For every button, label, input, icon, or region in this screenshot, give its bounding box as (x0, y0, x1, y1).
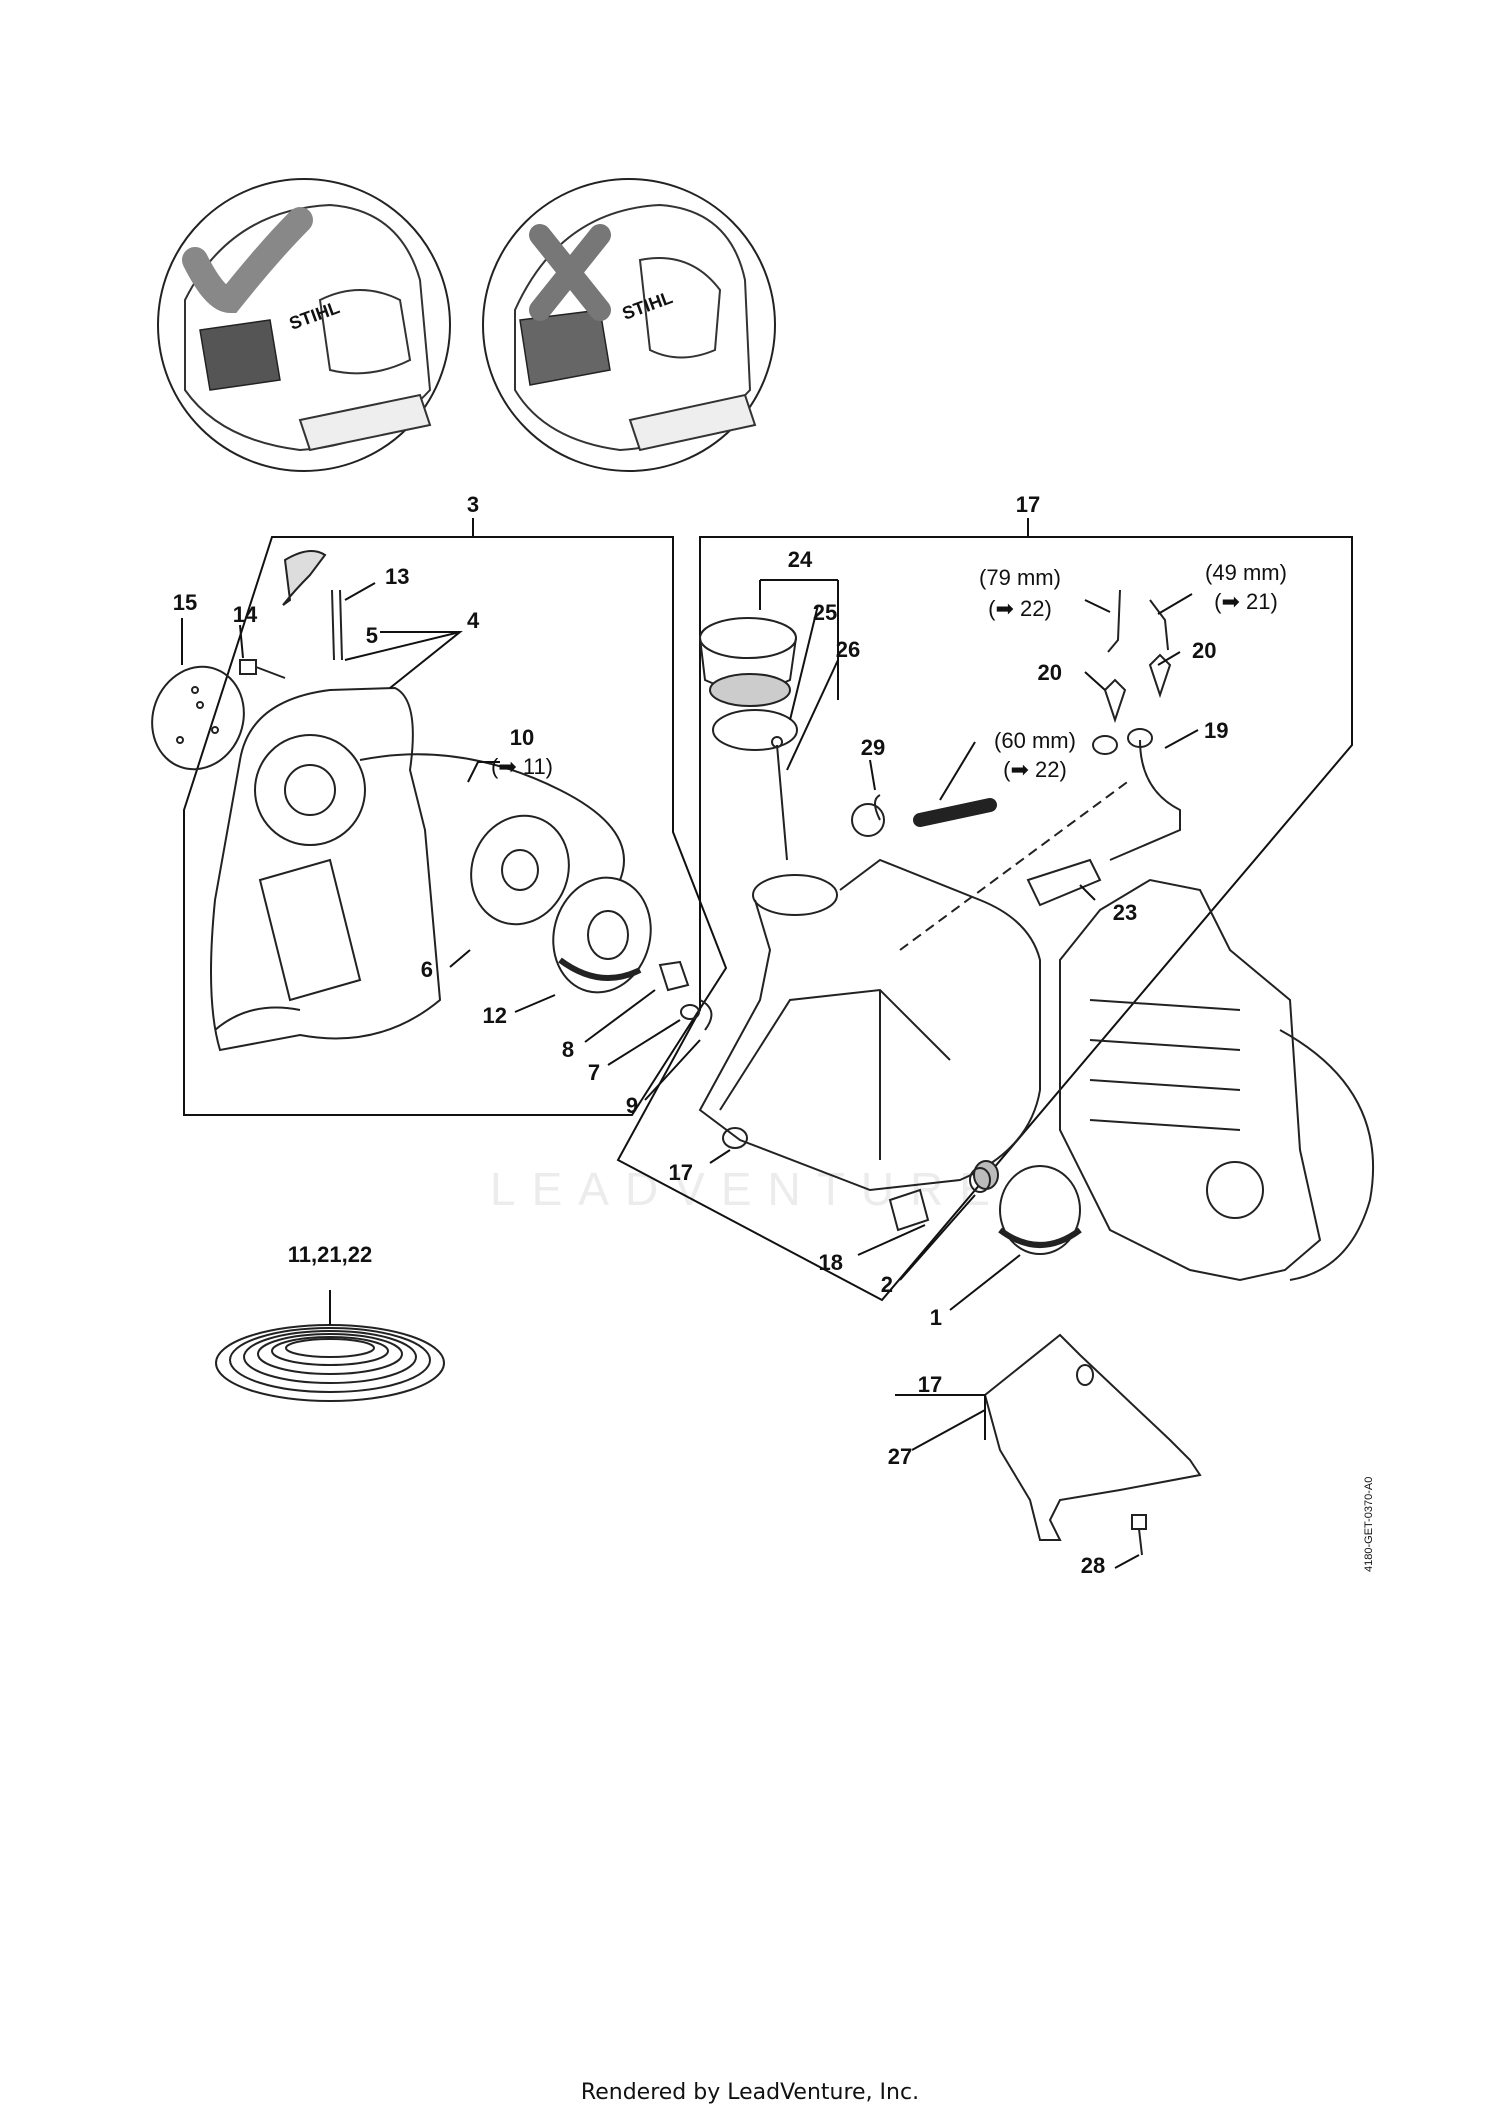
callout-23: 23 (1113, 900, 1137, 925)
screw-14 (239, 659, 286, 679)
dim-60mm: (60 mm) (994, 728, 1076, 753)
callout-15: 15 (173, 590, 197, 615)
incorrect-model-circle: STIHL (482, 178, 776, 472)
callout-24: 29 (861, 735, 885, 760)
small-parts-7-8-9 (658, 960, 713, 1031)
callout-5: 5 (366, 623, 378, 648)
callout-26: 25 (813, 600, 837, 625)
callout-18: 18 (819, 1250, 843, 1275)
callout-10: 10 (510, 725, 534, 750)
cover-plate-15 (151, 665, 245, 771)
spring-housing-6 (470, 814, 570, 926)
ref-60mm: (➡ 22) (1003, 757, 1067, 782)
ref-49mm: (➡ 21) (1214, 589, 1278, 614)
fuel-tank (698, 858, 1041, 1192)
callout-7: 7 (588, 1060, 600, 1085)
group-box-3 (183, 536, 728, 1116)
callout-28: 27 (888, 1444, 912, 1469)
callout-3: 3 (467, 492, 479, 517)
rope-rotor-12 (552, 876, 652, 994)
retaining-strap-27 (771, 736, 788, 861)
callout-29: 28 (1081, 1553, 1105, 1578)
callout-11-21-22: 11,21,22 (288, 1242, 372, 1267)
callout-1: 1 (930, 1305, 942, 1330)
starter-rope-10 (359, 753, 625, 881)
callout-20a: 20 (1038, 660, 1062, 685)
callout-25: 24 (788, 547, 813, 572)
callout-12: 12 (483, 1003, 507, 1028)
engine (1059, 878, 1375, 1282)
callout-8: 8 (562, 1037, 574, 1062)
callout-17a: 17 (669, 1160, 693, 1185)
nut-2 (969, 1167, 991, 1193)
dim-79mm: (79 mm) (979, 565, 1061, 590)
callout-16: 17 (1016, 492, 1040, 517)
dim-49mm: (49 mm) (1205, 560, 1287, 585)
ref-79mm: (➡ 22) (988, 596, 1052, 621)
callout-17b: 17 (918, 1372, 942, 1397)
ref-10: (➡ 11) (491, 754, 553, 779)
hoses-21-22 (851, 589, 1169, 837)
footer-credit: Rendered by LeadVenture, Inc. (580, 2080, 920, 2105)
callout-9: 9 (626, 1093, 638, 1118)
callout-14: 14 (233, 602, 258, 627)
air-filter-1 (998, 1165, 1082, 1255)
group-box-16 (616, 536, 1353, 1302)
leader-lines (181, 518, 1199, 1569)
callout-20b: 20 (1192, 638, 1216, 663)
starter-grip (282, 550, 343, 661)
valves-20 (1092, 653, 1172, 755)
screw-29 (1131, 1514, 1147, 1556)
correct-model-circle: STIHL (157, 178, 451, 472)
callout-13: 13 (385, 564, 409, 589)
watermark: LEADVENTURE (490, 1163, 1006, 1215)
callout-6: 6 (421, 957, 433, 982)
fuel-pickup-23-hose-19 (899, 739, 1181, 951)
starter-housing (210, 686, 442, 1052)
callout-labels: 3 17 13 4 5 14 15 10 (➡ 11) 6 12 8 7 9 2… (173, 492, 1287, 1578)
shroud-28 (983, 1333, 1202, 1541)
drawing-code: 4180-GET-0370-A0 (1363, 1477, 1375, 1572)
fuel-cap-25 (699, 617, 798, 751)
rope-coil-11-21-22 (215, 1324, 445, 1402)
callout-19: 19 (1204, 718, 1228, 743)
callout-27: 26 (836, 637, 860, 662)
callout-2: 2 (881, 1272, 893, 1297)
callout-4: 4 (467, 608, 480, 633)
